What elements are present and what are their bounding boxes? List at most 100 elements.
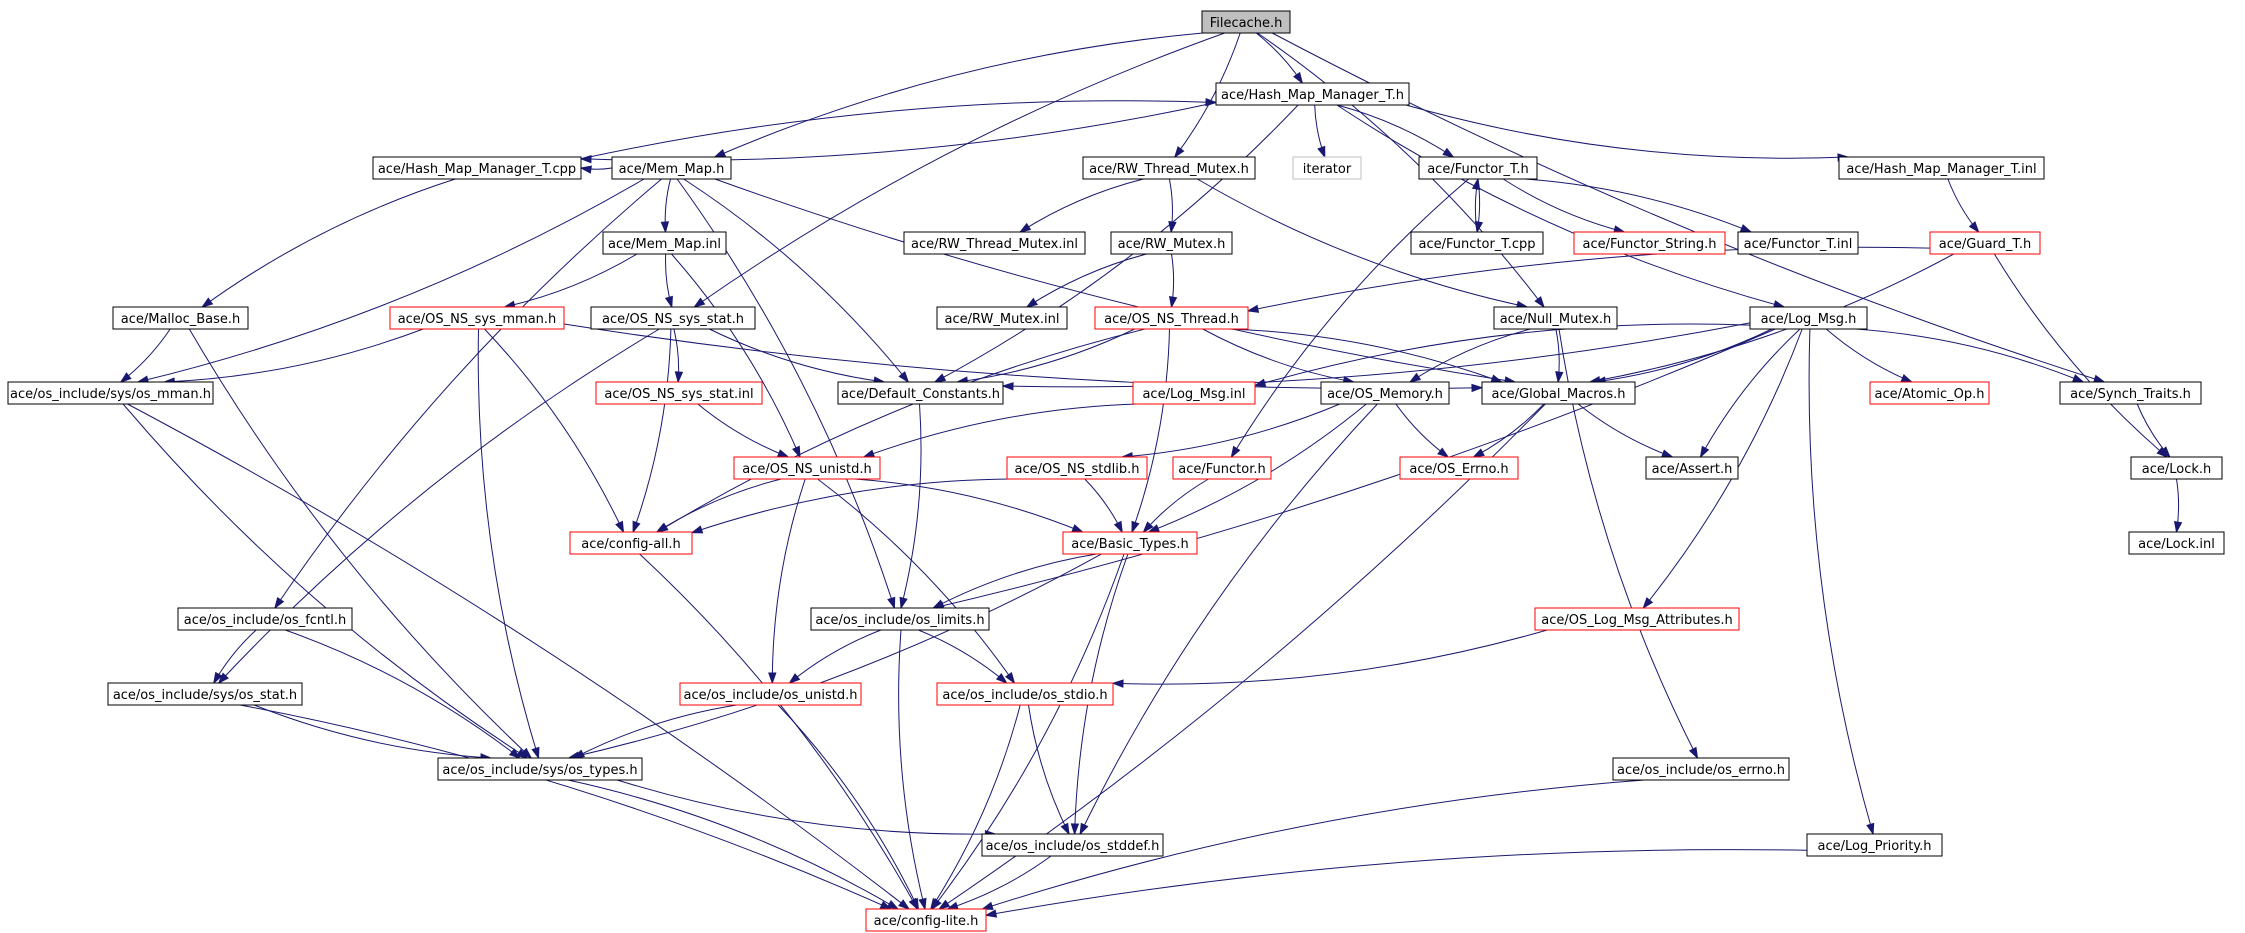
node-rwtm-h[interactable]: ace/RW_Thread_Mutex.h (1082, 156, 1256, 180)
node-label: ace/Guard_T.h (1939, 237, 2031, 252)
node-log-priority[interactable]: ace/Log_Priority.h (1806, 833, 1943, 857)
node-hmmt-h[interactable]: ace/Hash_Map_Manager_T.h (1215, 82, 1410, 106)
arrowhead-basic_types-to-os_limits (931, 599, 945, 609)
node-memmap-h[interactable]: ace/Mem_Map.h (611, 156, 732, 180)
arrowhead-rwtm_h-to-rwtm_inl (1018, 222, 1032, 233)
node-label: ace/Null_Mutex.h (1500, 312, 1612, 327)
arrowhead-filecache-to-memmap_h (713, 148, 727, 158)
node-functor-h[interactable]: ace/Functor.h (1172, 456, 1272, 480)
node-label: ace/OS_NS_Thread.h (1104, 312, 1239, 327)
edge-log_msg-to-synch_traits (1855, 328, 2084, 383)
node-box (1110, 231, 1233, 255)
edge-global_macros-to-assert_h (1577, 403, 1673, 458)
node-functor-string[interactable]: ace/Functor_String.h (1573, 231, 1726, 255)
node-os-limits[interactable]: ace/os_include/os_limits.h (810, 607, 990, 631)
node-box (1132, 381, 1256, 405)
node-hmmt-cpp[interactable]: ace/Hash_Map_Manager_T.cpp (372, 156, 582, 180)
edge-os_sys_stat-to-config_lite (240, 704, 892, 910)
node-os-memory[interactable]: ace/OS_Memory.h (1320, 381, 1450, 405)
node-malloc-base[interactable]: ace/Malloc_Base.h (112, 306, 249, 330)
node-os-ns-sys-stat[interactable]: ace/OS_NS_sys_stat.h (590, 306, 756, 330)
edge-os_fcntl-to-os_sys_types (285, 629, 521, 759)
node-basic-types[interactable]: ace/Basic_Types.h (1062, 531, 1198, 555)
node-label: Filecache.h (1210, 16, 1283, 31)
arrowhead-log_msg-to-default_constants (1001, 382, 1014, 391)
node-os-unistd[interactable]: ace/os_include/os_unistd.h (679, 682, 862, 706)
arrowhead-os_ns_stdlib-to-config_all (690, 525, 704, 534)
node-functor-t-inl[interactable]: ace/Functor_T.inl (1737, 231, 1859, 255)
node-lock-inl[interactable]: ace/Lock.inl (2128, 531, 2225, 555)
arrowhead-lock_h-to-lock_inl (2173, 520, 2183, 534)
edge-os_limits-to-os_stdio (918, 629, 1008, 684)
node-assert-h[interactable]: ace/Assert.h (1645, 456, 1739, 480)
arrowhead-os_limits-to-os_stdio (995, 673, 1008, 684)
node-atomic-op[interactable]: ace/Atomic_Op.h (1869, 381, 1990, 405)
node-label: ace/RW_Mutex.inl (945, 312, 1060, 327)
node-label: ace/Functor_String.h (1583, 237, 1717, 252)
node-filecache[interactable]: Filecache.h (1201, 10, 1291, 34)
node-default-constants[interactable]: ace/Default_Constants.h (837, 381, 1004, 405)
node-box (981, 833, 1164, 857)
node-rwm-inl[interactable]: ace/RW_Mutex.inl (936, 306, 1068, 330)
node-hmmt-inl[interactable]: ace/Hash_Map_Manager_T.inl (1838, 156, 2045, 180)
node-os-sys-stat[interactable]: ace/os_include/sys/os_stat.h (107, 682, 303, 706)
edge-filecache-to-memmap_h (714, 32, 1203, 158)
node-box (1292, 156, 1362, 180)
arrowhead-os_log_msg_attr-to-os_stdio (1111, 679, 1124, 688)
node-box (1534, 607, 1740, 631)
node-box (1869, 381, 1990, 405)
node-synch-traits[interactable]: ace/Synch_Traits.h (2059, 381, 2202, 405)
node-os-sys-types[interactable]: ace/os_include/sys/os_types.h (437, 757, 643, 781)
edge-os_ns_thread-to-global_macros (1228, 328, 1502, 383)
node-rwm-h[interactable]: ace/RW_Mutex.h (1110, 231, 1233, 255)
node-box (1737, 231, 1859, 255)
node-os-ns-stdlib[interactable]: ace/OS_NS_stdlib.h (1006, 456, 1148, 480)
edge-os_errno-to-config_lite (982, 779, 1645, 910)
node-box (1481, 381, 1636, 405)
node-functor-t-cpp[interactable]: ace/Functor_T.cpp (1410, 231, 1544, 255)
arrowhead-os_ns_sys_mman-to-os_sys_types (531, 746, 540, 760)
node-config-all[interactable]: ace/config-all.h (569, 531, 693, 555)
node-box (1006, 456, 1148, 480)
node-rwtm-inl[interactable]: ace/RW_Thread_Mutex.inl (903, 231, 1086, 255)
edge-os_ns_thread-to-default_constants (957, 328, 1135, 383)
node-box (1418, 156, 1538, 180)
node-box (1172, 456, 1272, 480)
node-iterator: iterator (1292, 156, 1362, 180)
node-global-macros[interactable]: ace/Global_Macros.h (1481, 381, 1636, 405)
node-box (1062, 531, 1198, 555)
arrowhead-os_memory-to-os_errno_h (1437, 447, 1450, 458)
node-os-ns-sys-mman[interactable]: ace/OS_NS_sys_mman.h (389, 306, 565, 330)
node-log-msg-inl[interactable]: ace/Log_Msg.inl (1132, 381, 1256, 405)
node-os-stdio[interactable]: ace/os_include/os_stdio.h (936, 682, 1114, 706)
node-guard-t[interactable]: ace/Guard_T.h (1929, 231, 2041, 255)
node-os-errno[interactable]: ace/os_include/os_errno.h (1612, 757, 1790, 781)
node-os-ns-thread[interactable]: ace/OS_NS_Thread.h (1094, 306, 1249, 330)
node-os-errno-h[interactable]: ace/OS_Errno.h (1399, 456, 1519, 480)
node-os-ns-sys-stat-inl[interactable]: ace/OS_NS_sys_stat.inl (595, 381, 763, 405)
edge-os_memory-to-os_ns_stdlib (1122, 403, 1340, 458)
node-lock-h[interactable]: ace/Lock.h (2130, 456, 2223, 480)
edge-os_ns_sys_stat-to-default_constants (709, 328, 885, 383)
node-box (1645, 456, 1739, 480)
node-box (107, 682, 303, 706)
file-nodes: Filecache.h ace/Hash_Map_Manager_T.h ace/H… (7, 10, 2225, 932)
arrowhead-os_ns_stdlib-to-basic_types (1113, 520, 1123, 534)
node-null-mutex[interactable]: ace/Null_Mutex.h (1493, 306, 1618, 330)
edge-basic_types-to-os_sys_types (568, 553, 1102, 759)
node-functor-t-h[interactable]: ace/Functor_T.h (1418, 156, 1538, 180)
edge-guard_t-to-os_ns_thread (1247, 246, 1931, 312)
node-os-sys-mman[interactable]: ace/os_include/sys/os_mman.h (7, 381, 214, 405)
node-config-lite[interactable]: ace/config-lite.h (865, 908, 987, 932)
node-os-ns-unistd[interactable]: ace/OS_NS_unistd.h (733, 456, 881, 480)
node-log-msg[interactable]: ace/Log_Msg.h (1749, 306, 1868, 330)
edge-os_ns_sys_stat-to-config_all (632, 328, 672, 533)
arrowhead-memmap_h-to-hmmt_cpp (579, 165, 593, 174)
edge-log_msg-to-log_msg_inl (1254, 323, 1751, 387)
node-os-fcntl[interactable]: ace/os_include/os_fcntl.h (177, 607, 353, 631)
arrowhead-memmap_inl-to-os_ns_sys_stat (664, 295, 673, 309)
edge-rwtm_h-to-rwtm_inl (1019, 178, 1144, 233)
node-os-log-msg-attr[interactable]: ace/OS_Log_Msg_Attributes.h (1534, 607, 1740, 631)
node-memmap-inl[interactable]: ace/Mem_Map.inl (602, 231, 727, 255)
node-os-stddef[interactable]: ace/os_include/os_stddef.h (981, 833, 1164, 857)
